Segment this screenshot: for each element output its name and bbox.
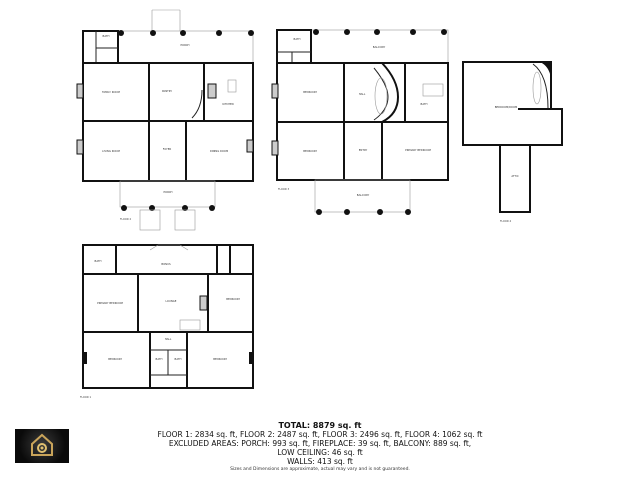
floor-4-plan: BEDROOM/ROOM ATTIC FLOOR 4 (462, 61, 563, 223)
floor-2-label: FLOOR 2 (120, 217, 132, 221)
svg-text:PRIMARY BEDROOM: PRIMARY BEDROOM (405, 148, 431, 152)
svg-text:BEDROOM: BEDROOM (303, 90, 317, 94)
svg-text:LIVING ROOM: LIVING ROOM (102, 149, 120, 153)
house-icon (31, 433, 53, 456)
walls-area: WALLS: 413 sq. ft (287, 457, 353, 466)
floor-2-plan: PORCH FAMILY ROOM PANTRY KITCHEN LIVING … (76, 9, 254, 231)
floor-3-plan: BALCONY BEDROOM HALL BATH BEDROOM ENTRY … (271, 29, 449, 215)
house-logo (15, 429, 69, 463)
excluded-areas: EXCLUDED AREAS: PORCH: 993 sq. ft, FIREP… (168, 439, 472, 448)
svg-text:BATH: BATH (156, 357, 163, 361)
floor-1-plan: BATH BONUS PRIMARY BEDROOM LOUNGE BEDROO… (80, 244, 254, 399)
svg-text:DINING ROOM: DINING ROOM (210, 149, 228, 153)
floor-4-label: FLOOR 4 (500, 219, 512, 223)
svg-text:ENTRY: ENTRY (359, 148, 368, 152)
disclaimer: Sizes and Dimensions are approximate, ac… (230, 467, 410, 472)
svg-text:HALL: HALL (359, 92, 366, 96)
svg-text:ATTIC: ATTIC (511, 174, 518, 178)
svg-text:BATH: BATH (175, 357, 182, 361)
svg-text:BEDROOM: BEDROOM (213, 357, 227, 361)
svg-text:BEDROOM: BEDROOM (303, 149, 317, 153)
svg-text:BEDROOM: BEDROOM (108, 357, 122, 361)
svg-text:PORCH: PORCH (180, 43, 189, 47)
svg-text:BALCONY: BALCONY (357, 193, 370, 197)
floor-areas: FLOOR 1: 2834 sq. ft, FLOOR 2: 2487 sq. … (157, 430, 483, 439)
svg-text:BATH: BATH (95, 259, 102, 263)
total-area: TOTAL: 8879 sq. ft (278, 421, 362, 430)
svg-text:FOYER: FOYER (163, 147, 172, 151)
floor-3-label: FLOOR 3 (278, 187, 290, 191)
svg-text:BATH: BATH (294, 37, 301, 41)
svg-text:BONUS: BONUS (161, 262, 171, 266)
svg-text:PRIMARY BEDROOM: PRIMARY BEDROOM (97, 301, 123, 305)
svg-text:BATH: BATH (103, 34, 110, 38)
svg-text:PANTRY: PANTRY (162, 89, 172, 93)
low-ceiling-area: LOW CEILING: 46 sq. ft (277, 448, 363, 457)
svg-text:KITCHEN: KITCHEN (222, 102, 233, 106)
svg-text:BEDROOM/ROOM: BEDROOM/ROOM (495, 105, 518, 109)
svg-text:BEDROOM: BEDROOM (226, 297, 240, 301)
floor-1-label: FLOOR 1 (80, 395, 92, 399)
svg-text:HALL: HALL (165, 337, 172, 341)
svg-text:BATH: BATH (421, 102, 428, 106)
svg-text:FAMILY ROOM: FAMILY ROOM (102, 90, 120, 94)
svg-text:LOUNGE: LOUNGE (166, 299, 177, 303)
svg-text:BALCONY: BALCONY (373, 45, 386, 49)
svg-text:PORCH: PORCH (163, 190, 172, 194)
